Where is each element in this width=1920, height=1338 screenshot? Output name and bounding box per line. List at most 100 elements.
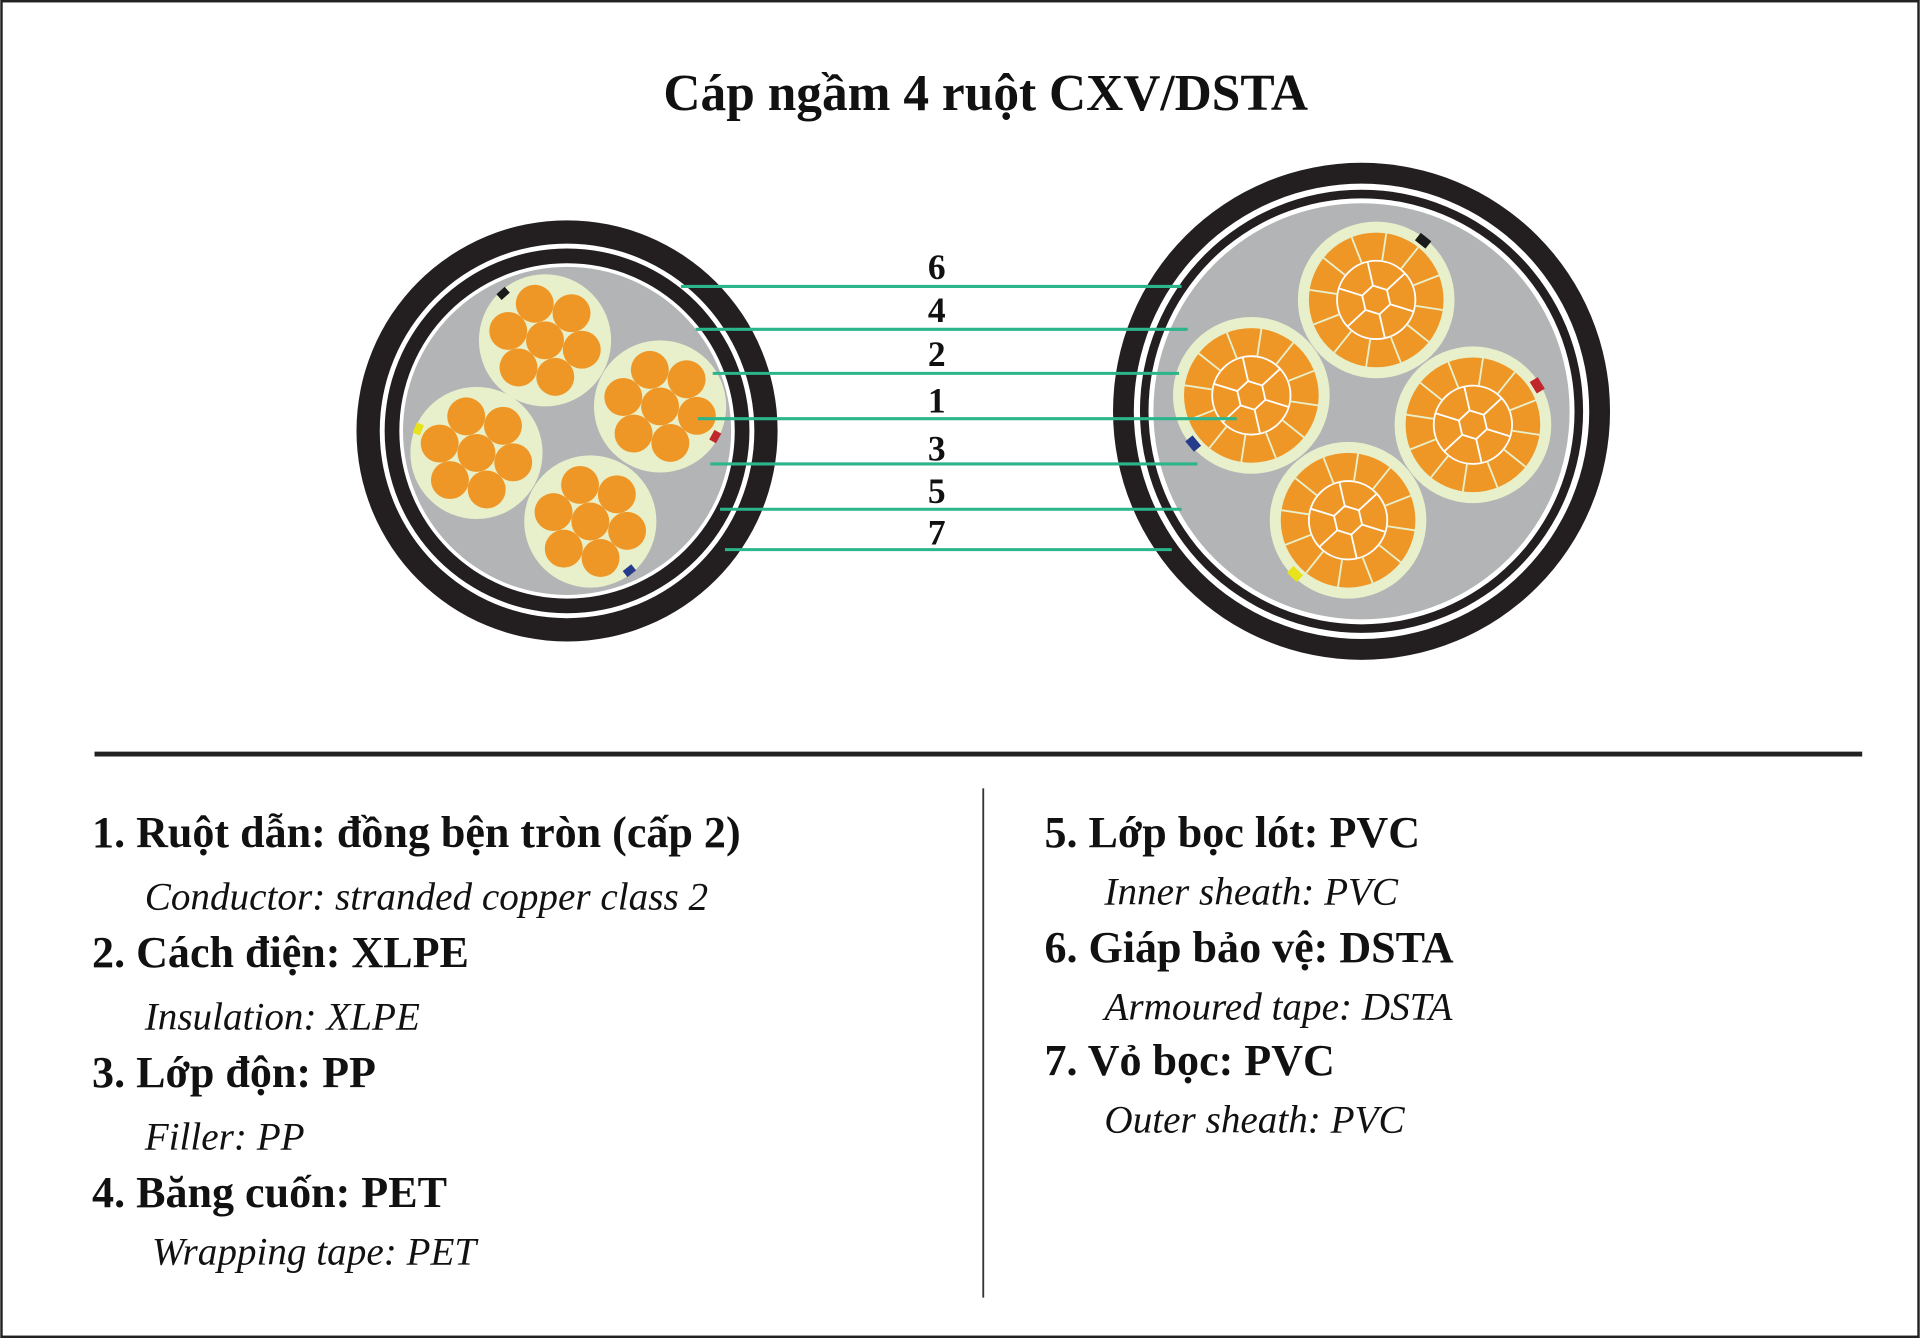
insulated-core (1173, 317, 1330, 474)
strand-divider (1486, 428, 1511, 438)
compact-copper-conductor (1308, 232, 1444, 368)
strand-divider (1366, 261, 1374, 286)
strand-divider (1358, 492, 1378, 511)
strand-divider (1353, 453, 1360, 482)
phase-color-marker (709, 429, 722, 444)
strand-divider (1475, 438, 1483, 464)
strand-divider (1365, 338, 1372, 367)
strand-divider (1208, 425, 1228, 449)
strand-divider (1461, 463, 1468, 492)
copper-strand (581, 539, 620, 578)
callout-number: 3 (928, 428, 946, 468)
copper-strand (447, 397, 486, 436)
strand-divider (1322, 457, 1335, 485)
legend-item-1-title: 1. Ruột dẫn: đồng bện tròn (cấp 2) (92, 808, 741, 857)
strand-divider (1463, 386, 1471, 411)
callout-number: 7 (928, 513, 946, 553)
insulated-core (593, 340, 727, 473)
strand-divider (1256, 328, 1263, 357)
insulated-core (1269, 441, 1427, 599)
strand-divider (1281, 509, 1310, 516)
cable-large-compact-strand (1113, 162, 1611, 660)
compact-copper-conductor (1405, 357, 1541, 493)
strand-divider (1486, 460, 1499, 488)
legend-item-7-subtitle: Outer sheath: PVC (1104, 1098, 1405, 1141)
strand-divider (1346, 309, 1367, 328)
strand-divider (1399, 246, 1419, 270)
filler (1153, 203, 1570, 620)
phase-color-marker (1185, 435, 1202, 452)
strand-divider (1289, 400, 1319, 407)
strand-divider (1213, 382, 1238, 392)
copper-strand (526, 321, 564, 360)
legend-item-5-subtitle: Inner sheath: PVC (1103, 871, 1398, 914)
legend-item-7-title: 7. Vỏ bọc: PVC (1044, 1036, 1334, 1085)
copper-strand (597, 475, 636, 514)
insulated-core (1297, 221, 1455, 379)
strand-divider (1483, 397, 1503, 416)
strand-layer-boundary (1307, 480, 1389, 561)
copper-strand (608, 511, 647, 550)
strand-divider (1338, 481, 1346, 507)
insulated-core (478, 274, 612, 407)
strand-divider (1430, 454, 1450, 478)
strand-divider (1406, 413, 1435, 420)
legend-item-4-title: 4. Băng cuốn: PET (92, 1168, 447, 1217)
copper-strand (641, 387, 680, 426)
legend-item-3-subtitle: Filler: PP (144, 1115, 305, 1158)
strand-divider (1310, 507, 1335, 517)
legend-item-5-title: 5. Lớp bọc lót: PVC (1044, 808, 1420, 857)
strand-divider (1414, 304, 1443, 311)
phase-color-marker (1286, 565, 1304, 583)
copper-strand (430, 461, 469, 500)
copper-strand (571, 502, 610, 541)
strand-divider (1361, 523, 1386, 533)
strand-divider (1338, 287, 1363, 297)
strand-layer-boundary (1336, 259, 1417, 341)
strand-divider (1305, 550, 1325, 574)
callout-number: 2 (928, 334, 946, 374)
phase-color-marker (496, 286, 510, 300)
strand-divider (1253, 409, 1261, 434)
legend-item-6-subtitle: Armoured tape: DSTA (1101, 986, 1453, 1029)
strand-divider (1184, 384, 1213, 391)
strand-divider (1361, 556, 1374, 584)
insulated-core (524, 455, 657, 588)
strand-divider (1333, 329, 1353, 354)
strand-divider (1350, 534, 1358, 559)
strand-divider (1447, 361, 1460, 389)
copper-strand (552, 294, 591, 333)
strand-divider (1265, 398, 1290, 408)
strand-divider (1389, 336, 1402, 363)
strand-divider (1309, 288, 1338, 295)
strand-divider (1509, 399, 1536, 412)
strand-divider (1378, 314, 1386, 339)
copper-strand (604, 378, 643, 417)
legend-item-6-title: 6. Giáp bảo vệ: DSTA (1044, 923, 1453, 972)
strand-divider (1294, 477, 1319, 497)
strand-divider (1313, 313, 1341, 326)
copper-strand (515, 284, 554, 323)
copper-strand (420, 424, 459, 463)
strand-divider (1386, 525, 1415, 532)
strand-divider (1381, 233, 1388, 262)
strand-divider (1285, 533, 1312, 546)
insulated-core (410, 386, 543, 520)
strand-divider (1240, 433, 1247, 463)
copper-strand (489, 311, 528, 350)
phase-color-marker (1414, 232, 1432, 249)
strand-layer-boundary (1211, 355, 1292, 436)
legend-right: 5. Lớp bọc lót: PVC Inner sheath: PVC 6.… (1044, 808, 1453, 1141)
strand-divider (1435, 412, 1460, 422)
strand-divider (1225, 332, 1238, 360)
strand-divider (1406, 323, 1430, 343)
callout-number: 5 (928, 471, 946, 511)
copper-strand (614, 414, 653, 453)
insulated-core (1394, 346, 1552, 504)
strand-divider (1419, 382, 1443, 402)
copper-strand (677, 396, 716, 435)
strand-divider (1323, 257, 1347, 277)
copper-strand (534, 493, 573, 532)
